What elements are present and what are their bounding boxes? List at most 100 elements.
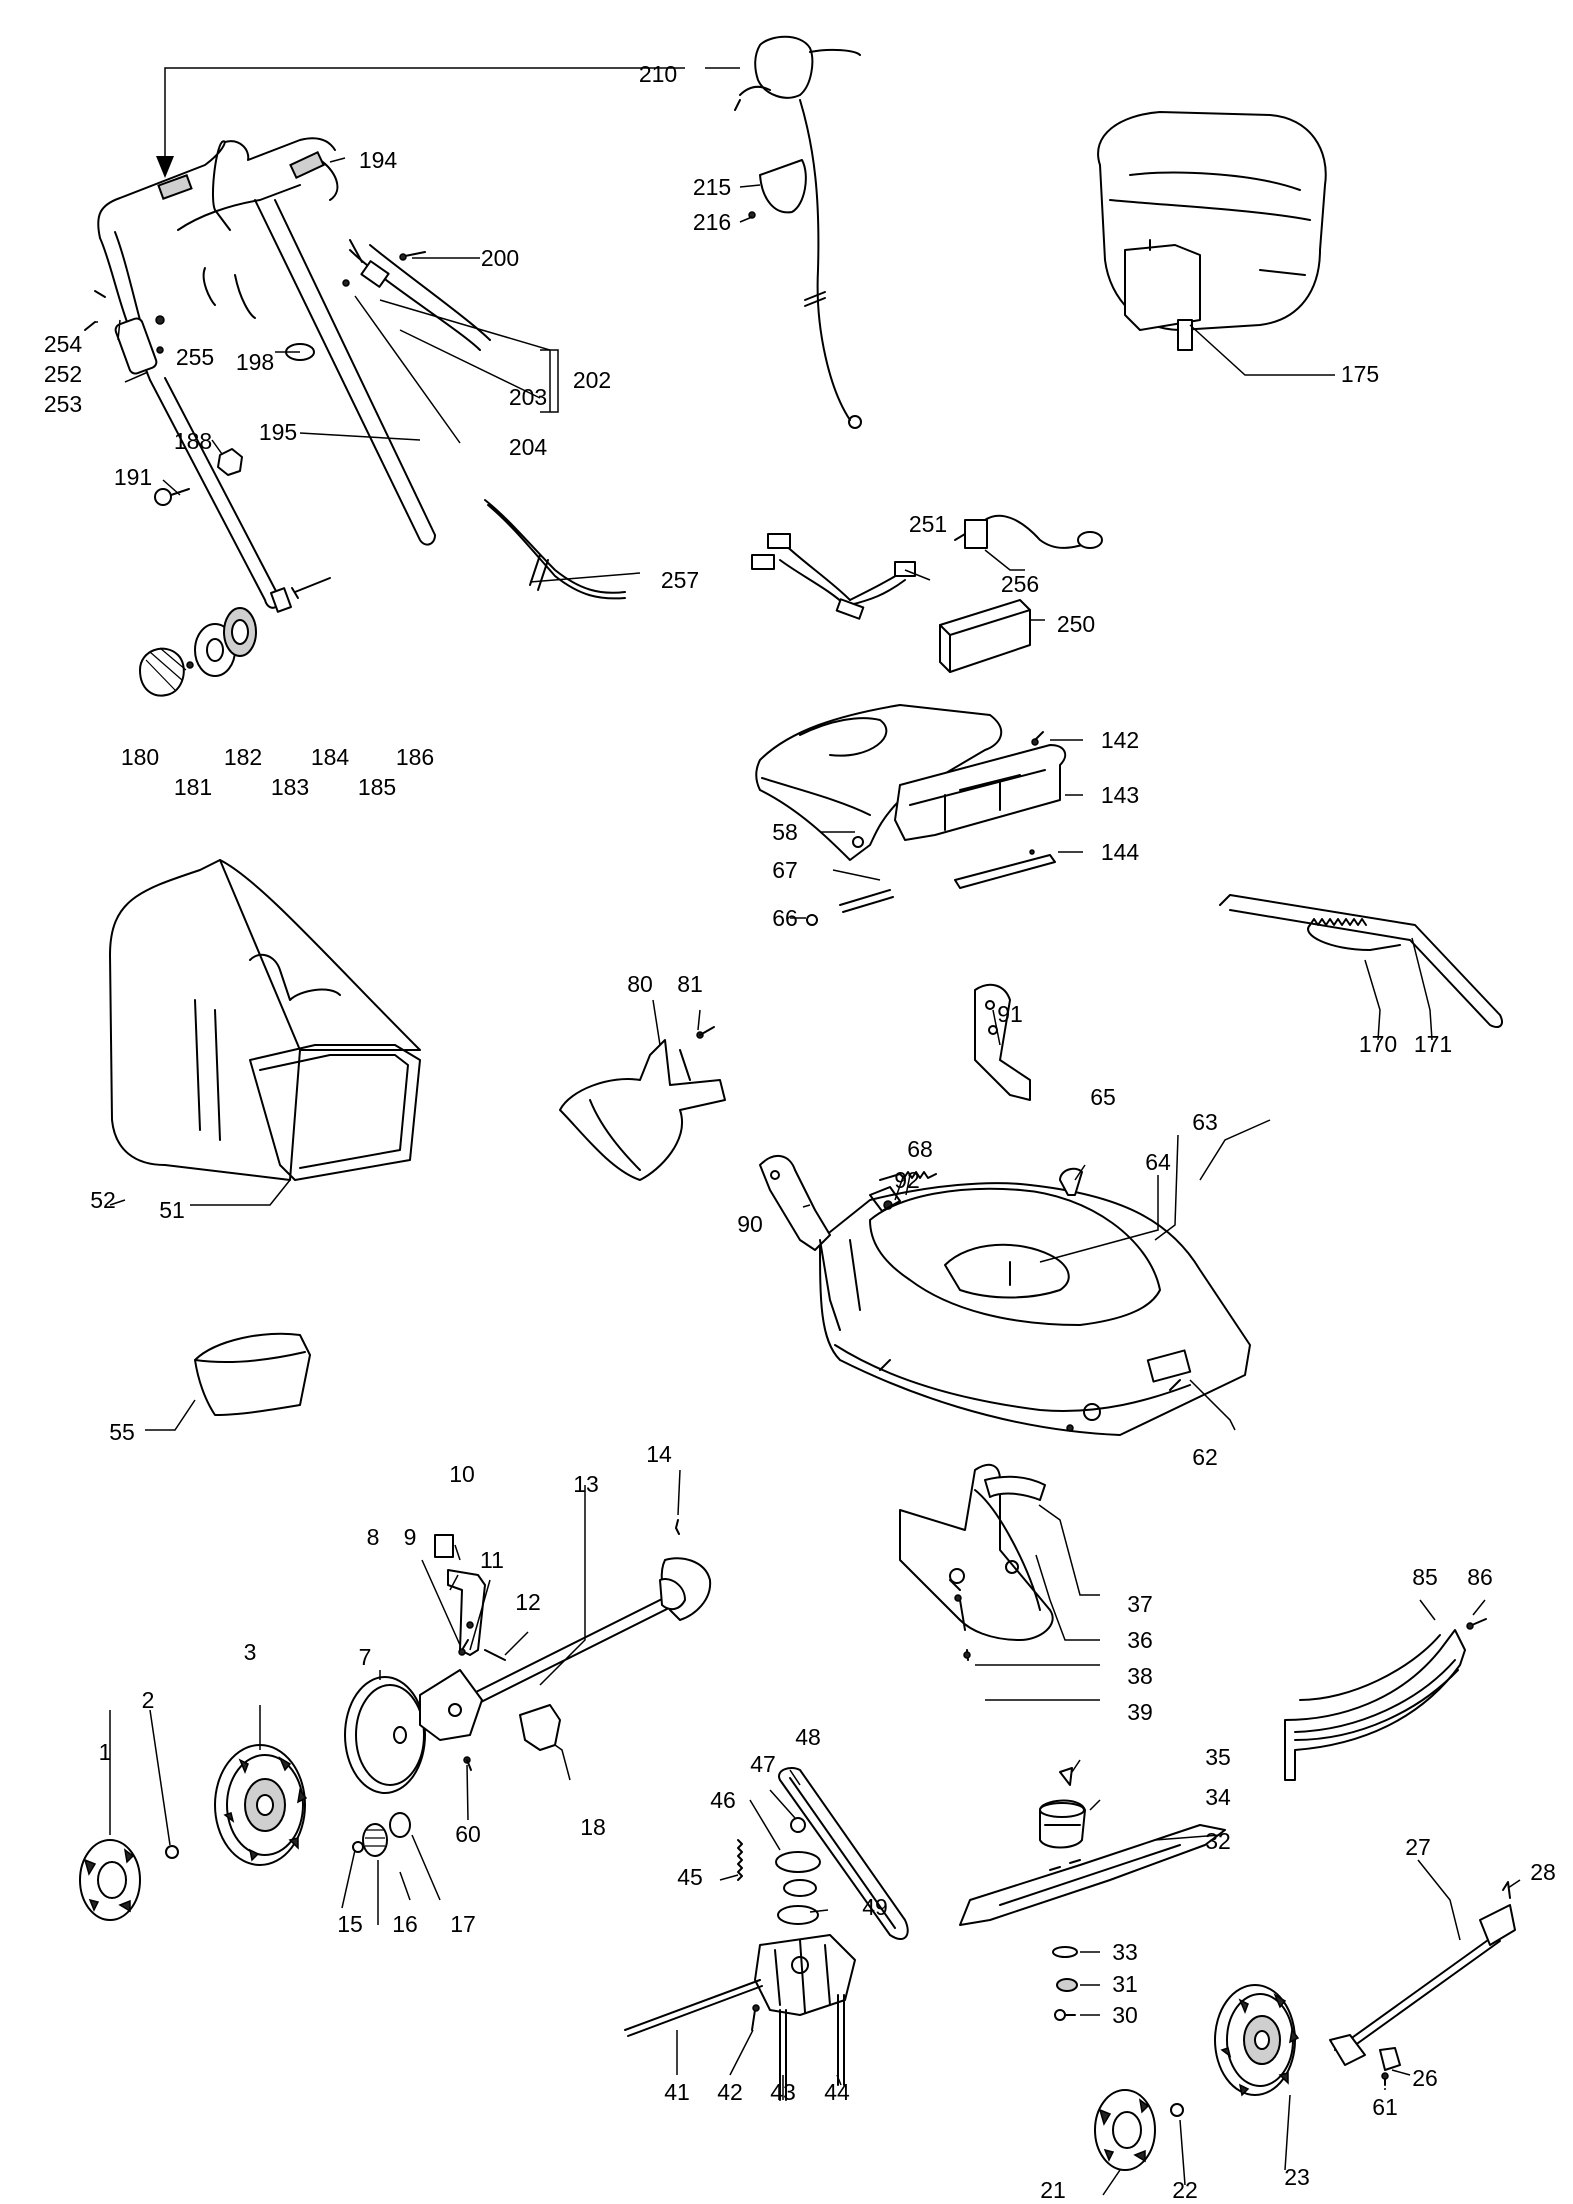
label-7: 7 xyxy=(359,1644,372,1670)
label-21: 21 xyxy=(1040,2177,1066,2203)
label-182: 182 xyxy=(224,744,262,770)
label-143: 143 xyxy=(1101,782,1139,808)
label-14: 14 xyxy=(646,1441,672,1467)
label-12: 12 xyxy=(515,1589,541,1615)
label-181: 181 xyxy=(174,774,212,800)
label-67: 67 xyxy=(772,857,798,883)
label-16: 16 xyxy=(392,1911,418,1937)
label-215: 215 xyxy=(693,174,731,200)
label-204: 204 xyxy=(509,434,548,460)
rear-shield-part-80 xyxy=(559,1026,726,1181)
label-61: 61 xyxy=(1372,2094,1398,2120)
leader-lines xyxy=(95,67,1521,2196)
label-34: 34 xyxy=(1205,1784,1231,1810)
cover-part-143 xyxy=(894,744,1067,841)
label-37: 37 xyxy=(1127,1591,1153,1617)
rear-flap-part-85 xyxy=(1284,1618,1487,1781)
label-39: 39 xyxy=(1127,1699,1153,1725)
label-26: 26 xyxy=(1412,2065,1438,2091)
label-90: 90 xyxy=(737,1211,763,1237)
transmission-part-41 xyxy=(624,1767,909,2101)
label-92: 92 xyxy=(894,1167,920,1193)
label-64: 64 xyxy=(1145,1149,1171,1175)
label-198: 198 xyxy=(236,349,274,375)
front-wheel-part-3 xyxy=(214,1744,308,1866)
catcher-frame-part-51 xyxy=(249,1044,421,1181)
label-13: 13 xyxy=(573,1471,599,1497)
label-256: 256 xyxy=(1001,571,1039,597)
label-9: 9 xyxy=(404,1524,417,1550)
label-203: 203 xyxy=(509,384,547,410)
height-lever-part-171 xyxy=(1219,894,1503,1028)
part-labels: 210 194 215 216 200 175 254 255 198 202 … xyxy=(44,61,1556,2203)
label-11: 11 xyxy=(480,1547,504,1573)
label-86: 86 xyxy=(1467,1564,1493,1590)
rear-deflector-part-58 xyxy=(755,704,1067,926)
handle-assembly xyxy=(84,137,491,697)
label-51: 51 xyxy=(159,1197,185,1223)
upper-handle-part-194 xyxy=(97,137,336,239)
label-1: 1 xyxy=(99,1739,112,1765)
label-191: 191 xyxy=(114,464,152,490)
label-46: 46 xyxy=(710,1787,736,1813)
rear-wheel-part-23 xyxy=(1214,1984,1300,2097)
engine-part-175 xyxy=(1097,111,1327,351)
label-45: 45 xyxy=(677,1864,703,1890)
label-184: 184 xyxy=(311,744,350,770)
label-44: 44 xyxy=(824,2079,850,2105)
label-170: 170 xyxy=(1359,1031,1397,1057)
label-60: 60 xyxy=(455,1821,481,1847)
blade-part-32 xyxy=(959,1767,1226,2021)
label-185: 185 xyxy=(358,774,396,800)
label-48: 48 xyxy=(795,1724,821,1750)
label-80: 80 xyxy=(627,971,653,997)
label-255: 255 xyxy=(176,344,214,370)
rear-axle-part-27 xyxy=(1329,1881,1516,2086)
lower-handle-part-195 xyxy=(254,199,436,546)
label-91: 91 xyxy=(997,1001,1023,1027)
label-36: 36 xyxy=(1127,1627,1153,1653)
electrical-components xyxy=(751,514,1103,673)
label-81: 81 xyxy=(677,971,703,997)
label-250: 250 xyxy=(1057,611,1095,637)
label-10: 10 xyxy=(449,1461,475,1487)
label-200: 200 xyxy=(481,245,519,271)
label-32: 32 xyxy=(1205,1828,1231,1854)
label-52: 52 xyxy=(90,1187,116,1213)
label-63: 63 xyxy=(1192,1109,1218,1135)
label-180: 180 xyxy=(121,744,159,770)
drive-axle-part-13 xyxy=(344,1519,712,1857)
label-2: 2 xyxy=(142,1687,155,1713)
wiring-part-257 xyxy=(484,499,626,600)
label-85: 85 xyxy=(1412,1564,1438,1590)
label-42: 42 xyxy=(717,2079,743,2105)
label-17: 17 xyxy=(450,1911,476,1937)
cushion-part-55 xyxy=(194,1332,311,1416)
label-142: 142 xyxy=(1101,727,1139,753)
label-251: 251 xyxy=(909,511,947,537)
label-65: 65 xyxy=(1090,1084,1116,1110)
label-62: 62 xyxy=(1192,1444,1218,1470)
grass-catcher-part-52 xyxy=(109,859,421,1181)
mower-deck-part-63 xyxy=(759,983,1251,1436)
throttle-control-part-210 xyxy=(734,35,862,429)
label-33: 33 xyxy=(1112,1939,1138,1965)
label-41: 41 xyxy=(664,2079,690,2105)
label-38: 38 xyxy=(1127,1663,1153,1689)
label-210: 210 xyxy=(639,61,677,87)
label-68: 68 xyxy=(907,1136,933,1162)
label-8: 8 xyxy=(367,1524,380,1550)
wheel-cap-part-1 xyxy=(79,1839,141,1921)
label-3: 3 xyxy=(244,1639,257,1665)
label-30: 30 xyxy=(1112,2002,1138,2028)
label-58: 58 xyxy=(772,819,798,845)
label-27: 27 xyxy=(1405,1834,1431,1860)
label-194: 194 xyxy=(359,147,398,173)
label-257: 257 xyxy=(661,567,699,593)
label-47: 47 xyxy=(750,1751,776,1777)
label-31: 31 xyxy=(1112,1971,1138,1997)
wheel-cap-part-21 xyxy=(1094,2089,1156,2171)
label-195: 195 xyxy=(259,419,297,445)
label-35: 35 xyxy=(1205,1744,1231,1770)
